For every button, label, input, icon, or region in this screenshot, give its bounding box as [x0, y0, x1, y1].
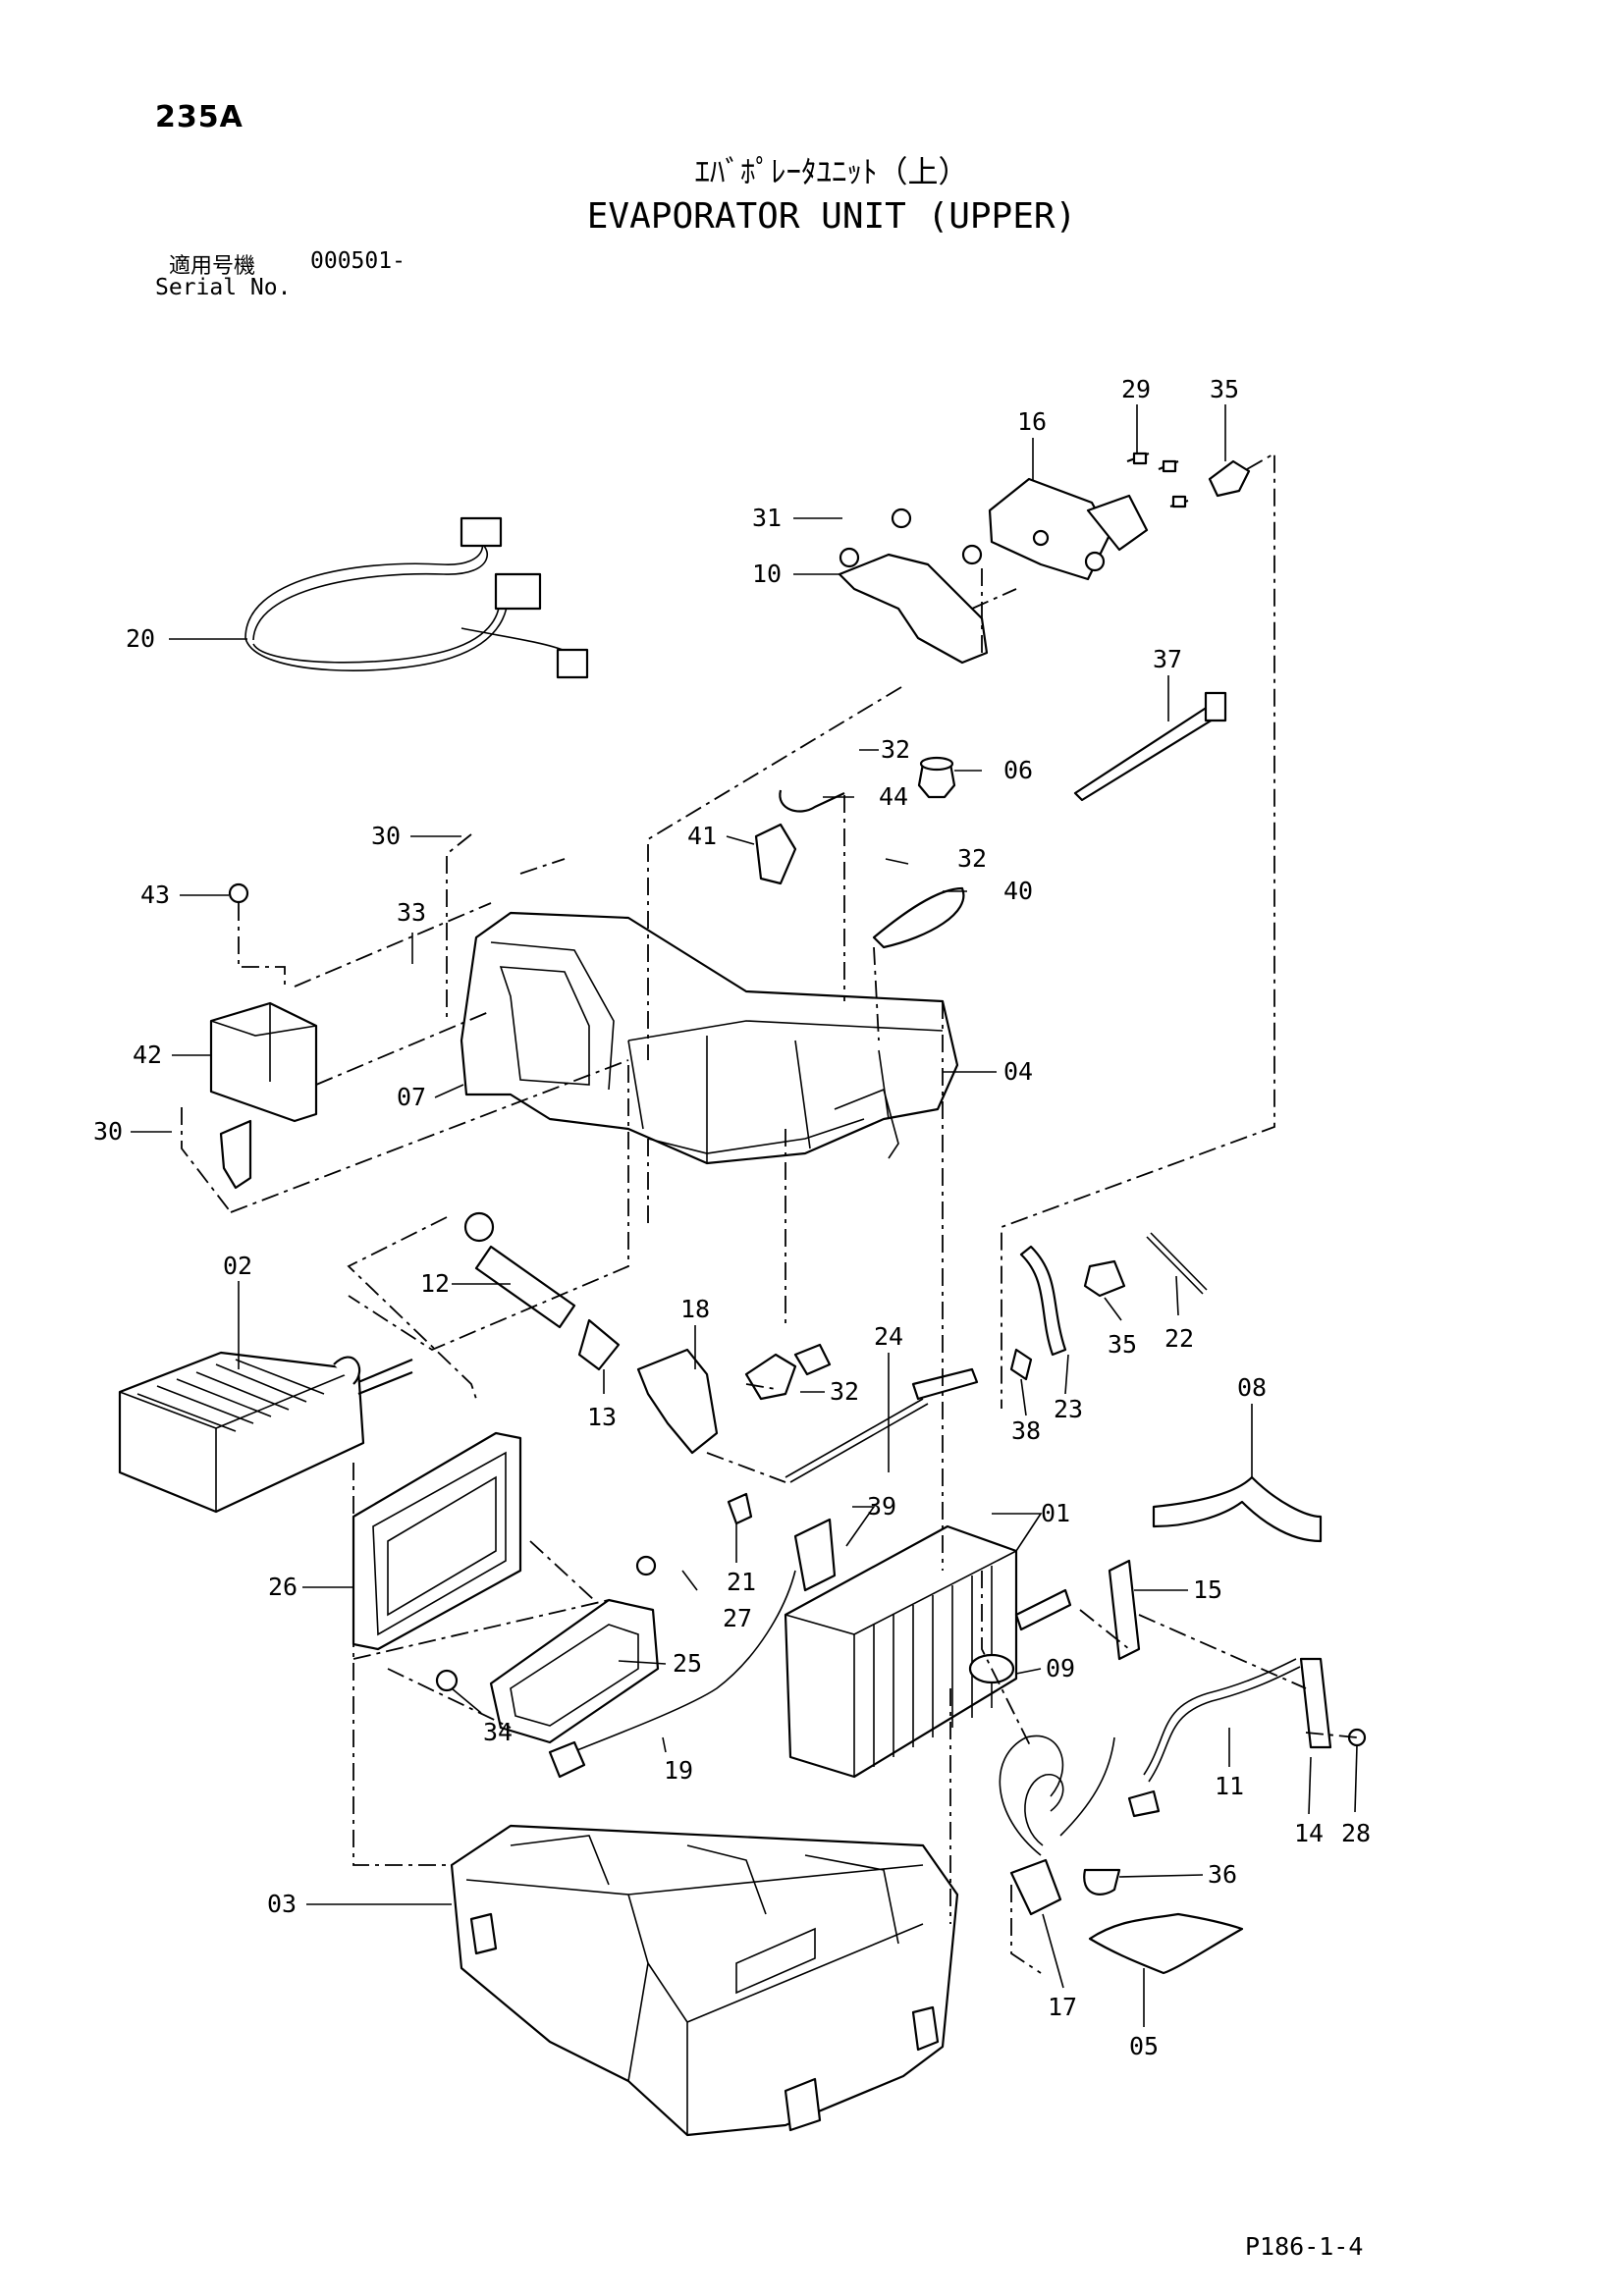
- callout-43: 43: [140, 881, 170, 909]
- callout-02: 02: [223, 1252, 252, 1280]
- callout-22: 22: [1164, 1324, 1194, 1353]
- actuator-motor-part-16: [988, 452, 1251, 581]
- seal-strip-part-08: [1152, 1475, 1323, 1543]
- callout-04: 04: [1003, 1057, 1033, 1086]
- filter-part-42: [209, 882, 318, 1190]
- callout-01: 01: [1041, 1499, 1070, 1527]
- callout-37: 37: [1153, 645, 1182, 673]
- heater-core-part-02: [118, 1351, 413, 1514]
- callout-11: 11: [1215, 1772, 1244, 1800]
- callout-21: 21: [727, 1568, 756, 1596]
- page-reference: P186-1-4: [1245, 2232, 1364, 2261]
- callout-24: 24: [874, 1322, 903, 1351]
- wire-harness-part-20: [244, 516, 589, 679]
- callout-27: 27: [723, 1604, 752, 1632]
- callout-12: 12: [420, 1269, 450, 1298]
- callout-38: 38: [1011, 1416, 1041, 1445]
- callout-34: 34: [483, 1718, 513, 1746]
- callout-32b: 32: [957, 844, 987, 873]
- callout-42: 42: [133, 1041, 162, 1069]
- callout-25: 25: [673, 1649, 702, 1678]
- callout-09: 09: [1046, 1654, 1075, 1682]
- callout-40: 40: [1003, 877, 1033, 905]
- callout-41: 41: [687, 822, 717, 850]
- callout-26: 26: [268, 1573, 298, 1601]
- actuator-link-parts: [463, 1211, 832, 1455]
- callout-07: 07: [397, 1083, 426, 1111]
- callout-14: 14: [1294, 1819, 1324, 1847]
- callout-35b: 35: [1108, 1330, 1137, 1359]
- callout-30: 30: [371, 822, 401, 850]
- serial-number-value: 000501-: [310, 248, 406, 274]
- callout-35: 35: [1210, 375, 1239, 403]
- callout-13: 13: [587, 1403, 617, 1431]
- callout-31: 31: [752, 504, 782, 532]
- callout-32: 32: [881, 735, 910, 764]
- cable-tie-part-37: [1073, 691, 1227, 802]
- callout-28: 28: [1341, 1819, 1371, 1847]
- callout-32c: 32: [830, 1377, 859, 1406]
- callout-30b: 30: [93, 1117, 123, 1146]
- callout-17: 17: [1048, 1993, 1077, 2021]
- rod-and-sensor-parts: [785, 1232, 1208, 1483]
- band-and-pad-parts: [1083, 1868, 1244, 1975]
- callout-44: 44: [879, 782, 908, 811]
- callout-03: 03: [267, 1890, 297, 1918]
- pipe-and-bracket-parts: [1108, 1559, 1367, 1818]
- assembly-guide-lines: [181, 452, 1358, 1974]
- callout-20: 20: [126, 624, 155, 653]
- callout-23: 23: [1054, 1395, 1083, 1423]
- small-parts-upper: [754, 756, 965, 949]
- frame-and-damper-parts: [352, 1431, 660, 1744]
- callout-29: 29: [1121, 375, 1151, 403]
- callout-15: 15: [1193, 1575, 1222, 1604]
- title-english: EVAPORATOR UNIT (UPPER): [586, 196, 1077, 237]
- callout-36: 36: [1208, 1860, 1237, 1889]
- upper-housing-part-04: [460, 911, 959, 1165]
- callout-19: 19: [664, 1756, 693, 1785]
- sensor-wire-parts: [548, 1492, 837, 1779]
- callout-06: 06: [1003, 756, 1033, 784]
- callout-10: 10: [752, 560, 782, 588]
- callout-16: 16: [1017, 407, 1047, 436]
- title-japanese: ｴﾊﾞﾎﾟﾚｰﾀﾕﾆｯﾄ（上）: [694, 155, 969, 190]
- evaporator-core-part-01: [784, 1524, 1072, 1779]
- callout-05: 05: [1129, 2032, 1159, 2060]
- callout-08: 08: [1237, 1373, 1267, 1402]
- callout-labels: 29 35 16 31 10 20 37 32 06 44 30 41 32 4…: [93, 375, 1371, 2060]
- page-code: 235A: [155, 100, 244, 134]
- callout-39: 39: [867, 1492, 896, 1521]
- bracket-part-10: [838, 507, 989, 665]
- lower-housing-part-03: [450, 1824, 959, 2137]
- serial-label-japanese: 適用号機: [169, 254, 256, 279]
- serial-label-english: Serial No.: [155, 275, 292, 300]
- callout-18: 18: [680, 1295, 710, 1323]
- callout-33: 33: [397, 898, 426, 927]
- leader-lines: [131, 404, 1358, 2027]
